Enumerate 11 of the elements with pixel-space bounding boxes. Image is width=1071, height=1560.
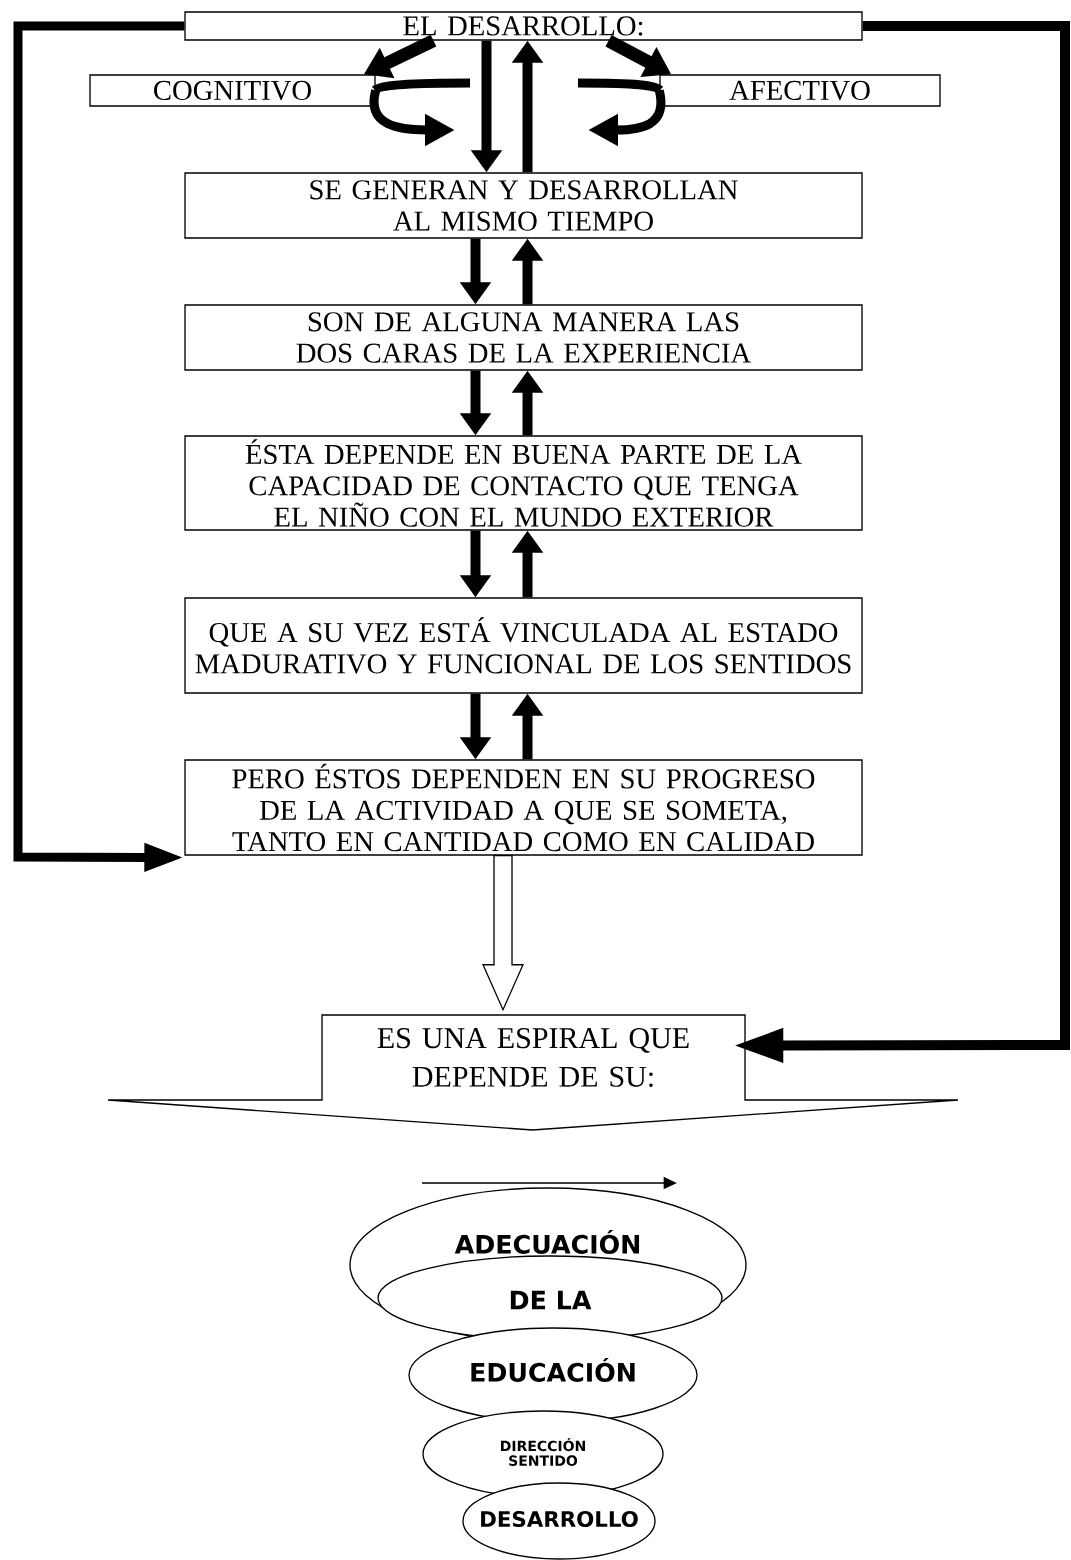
node-label: DESARROLLO — [481, 1510, 638, 1528]
process-box: QUE A SU VEZ ESTÁ VINCULADA AL ESTADO MADURATIVO Y FUNCIONAL DE LOS SENTIDOS — [184, 597, 863, 694]
process-box: SON DE ALGUNA MANERA LAS DOS CARAS DE LA EXPERIENCIA — [184, 304, 863, 371]
process-box: EL DESARROLLO: — [184, 11, 863, 41]
process-box: AFECTIVO — [659, 74, 941, 107]
process-box: COGNITIVO — [89, 74, 376, 107]
block-arrow — [482, 855, 524, 1012]
process-box: ÉSTA DEPENDE EN BUENA PARTE DE LA CAPACIDAD DE CONTACTO QUE TENGA EL NIÑO CON EL MUNDO EXTERIOR — [184, 435, 863, 531]
callout-box: ES UNA ESPIRAL QUE DEPENDE DE SU: — [107, 1014, 959, 1131]
process-box: PERO ÉSTOS DEPENDEN EN SU PROGRESO DE LA ACTIVIDAD A QUE SE SOMETA, TANTO EN CANTIDAD COMO EN CALIDAD — [184, 759, 863, 856]
process-box: SE GENERAN Y DESARROLLAN AL MISMO TIEMPO — [184, 172, 863, 239]
